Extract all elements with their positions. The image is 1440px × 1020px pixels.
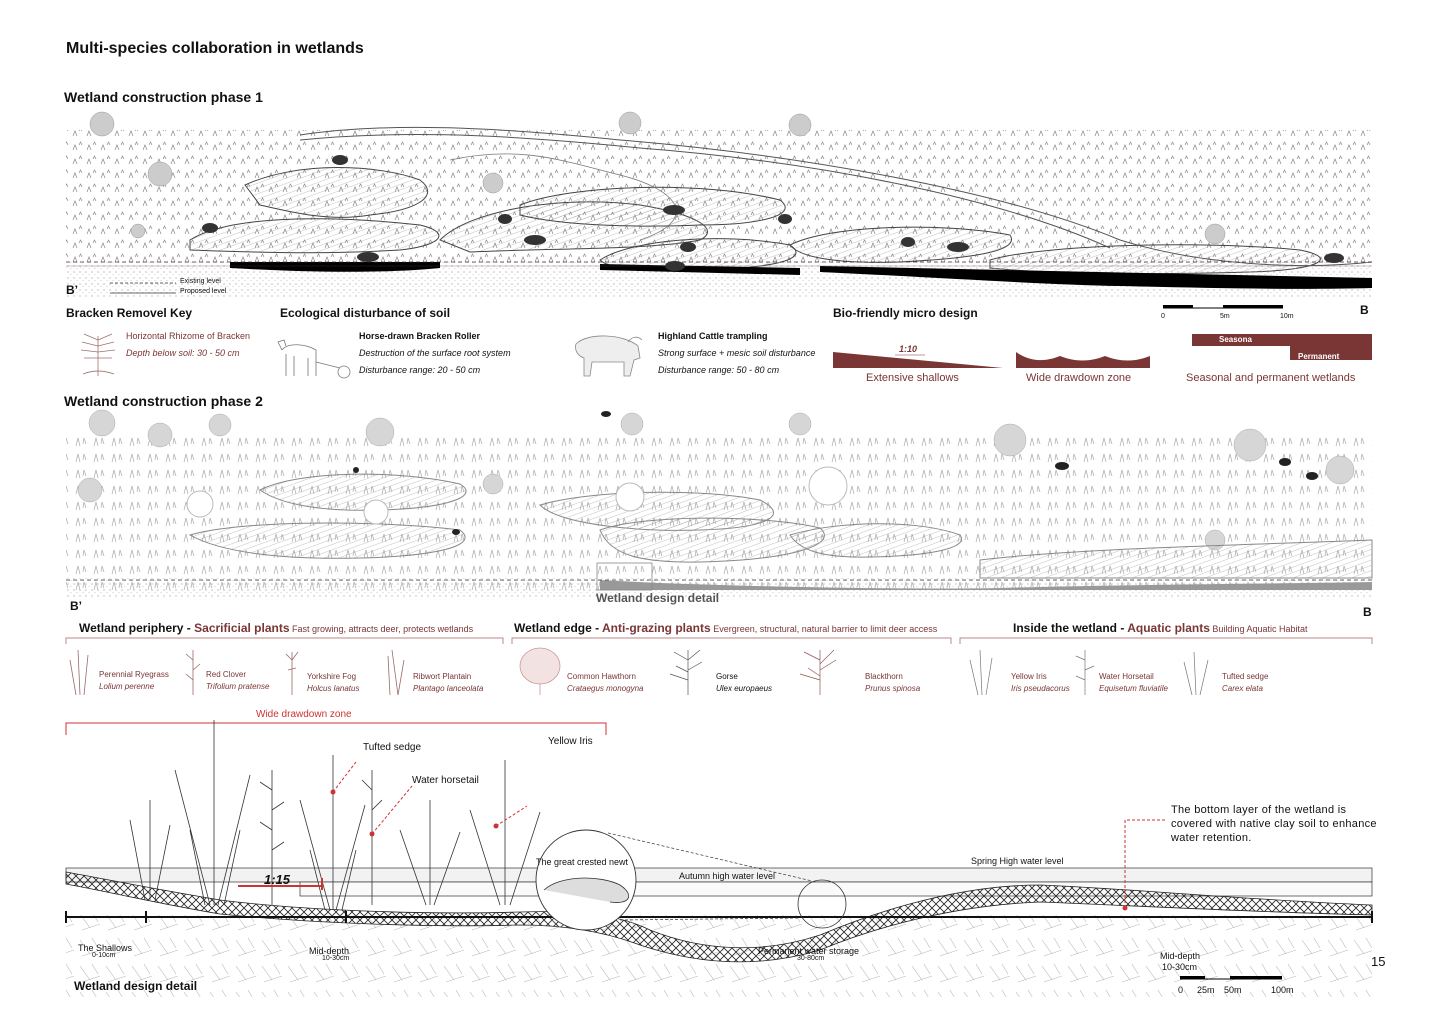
- detail-footer: Wetland design detail: [74, 979, 198, 993]
- cattle-title: Highland Cattle trampling: [658, 331, 768, 341]
- page-title: Multi-species collaboration in wetlands: [66, 40, 364, 57]
- seasonal-label: Seasonal and permanent wetlands: [1186, 372, 1356, 384]
- phase1-right-mark: B: [1360, 303, 1369, 317]
- scale2-0: 0: [1178, 985, 1184, 995]
- detail-ratio: 1:15: [264, 872, 291, 887]
- detail-mid2: Mid-depth: [1160, 951, 1201, 961]
- edge-title: Wetland edge - Anti-grazing plants Everg…: [514, 621, 938, 635]
- scale1-0: 0: [1161, 313, 1165, 320]
- phase1-left-mark: B’: [66, 283, 78, 297]
- detail-mid1-depth: 10-30cm: [322, 955, 350, 962]
- scale2-50: 50m: [1224, 985, 1242, 995]
- roller-title: Horse-drawn Bracken Roller: [359, 331, 481, 341]
- micro-heading: Bio-friendly micro design: [833, 306, 978, 320]
- scale2-100: 100m: [1271, 985, 1294, 995]
- detail-mid2-depth: 10-30cm: [1162, 962, 1198, 972]
- micro-ratio: 1:10: [899, 344, 918, 354]
- periphery-title: Wetland periphery - Sacrificial plants F…: [79, 621, 474, 635]
- detail-permanent-depth: 30-80cm: [797, 955, 825, 962]
- horse-roller-icon: [277, 339, 351, 379]
- page-number: 15: [1371, 954, 1386, 969]
- cattle-range: Disturbance range: 50 - 80 cm: [658, 365, 780, 375]
- phase2-detail-label: Wetland design detail: [596, 591, 720, 605]
- detail-drawdown: Wide drawdown zone: [256, 709, 352, 720]
- bracken-icon: [80, 333, 116, 376]
- scale1-5: 5m: [1220, 313, 1230, 320]
- phase2-left-mark: B’: [70, 599, 82, 613]
- bracken-heading: Bracken Removel Key: [66, 306, 193, 320]
- bracken-name: Horizontal Rhizome of Bracken: [126, 331, 251, 341]
- roller-range: Disturbance range: 20 - 50 cm: [359, 365, 481, 375]
- detail-mid1: Mid-depth: [309, 946, 350, 956]
- legend-proposed: Proposed level: [180, 288, 227, 295]
- cattle-desc: Strong surface + mesic soil disturbance: [658, 348, 816, 358]
- detail-permanent: Permanent water storage: [758, 946, 860, 956]
- inside-title: Inside the wetland - Aquatic plants Buil…: [1013, 621, 1308, 635]
- drawdown-label: Wide drawdown zone: [1026, 372, 1132, 384]
- detail-tufted: Tufted sedge: [363, 742, 422, 753]
- phase2-right-mark: B: [1363, 605, 1372, 619]
- scale2-25: 25m: [1197, 985, 1215, 995]
- roller-desc: Destruction of the surface root system: [359, 348, 511, 358]
- detail-shallows-depth: 0-10cm: [92, 952, 116, 959]
- detail-shallows: The Shallows: [78, 943, 133, 953]
- detail-note: The bottom layer of the wetland is cover…: [1171, 804, 1377, 844]
- seasonal-inline: Seasona: [1219, 335, 1252, 344]
- detail-autumn: Autumn high water level: [679, 871, 776, 881]
- shallows-label: Extensive shallows: [866, 372, 959, 384]
- scale1-10: 10m: [1280, 313, 1294, 320]
- detail-horsetail: Water horsetail: [412, 775, 479, 786]
- detail-newt: The great crested newt: [536, 857, 629, 867]
- permanent-inline: Permanent: [1298, 352, 1340, 361]
- phase1-heading: Wetland construction phase 1: [64, 89, 263, 105]
- highland-cattle-icon: [575, 335, 643, 377]
- disturbance-heading: Ecological disturbance of soil: [280, 306, 451, 320]
- bracken-depth: Depth below soil: 30 - 50 cm: [126, 348, 240, 358]
- phase2-heading: Wetland construction phase 2: [64, 393, 263, 409]
- detail-iris: Yellow Iris: [548, 736, 593, 747]
- legend-existing: Existing level: [180, 278, 221, 285]
- detail-spring: Spring High water level: [971, 856, 1064, 866]
